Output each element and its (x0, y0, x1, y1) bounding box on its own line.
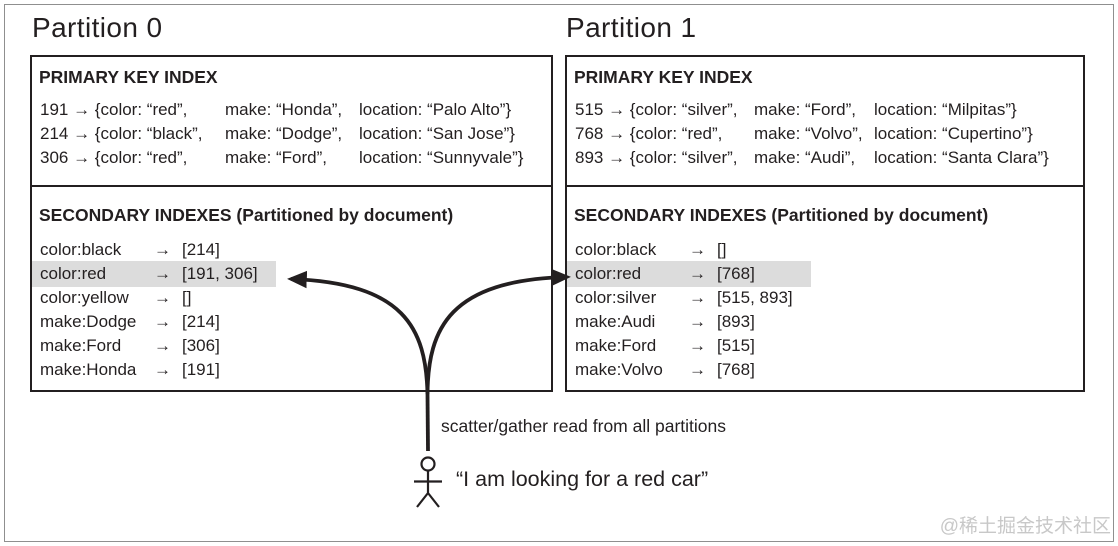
si-arrow-icon: → (154, 312, 171, 331)
pk-cell: make: “Audi”, (754, 148, 856, 167)
primary-index-row: 768 → {color: “red”, make: “Volvo”, locati… (574, 122, 1077, 146)
si-value: [214] (182, 240, 220, 259)
si-value: [] (717, 240, 727, 259)
scatter-gather-label: scatter/gather read from all partitions (441, 416, 726, 436)
si-term: color:red (40, 264, 107, 283)
pk-cell: 893 → {color: “silver”, (575, 148, 738, 167)
pk-cell: location: “Palo Alto”} (359, 100, 512, 119)
si-value: [306] (182, 336, 220, 355)
partition-1-primary-section: PRIMARY KEY INDEX 515 → {color: “silver”… (567, 57, 1083, 185)
secondary-index-row-highlighted: color:red → [191, 306] (32, 261, 545, 287)
primary-index-row: 214 → {color: “black”, make: “Dodge”, loca… (39, 122, 545, 146)
si-term: make:Ford (575, 336, 657, 355)
watermark: @稀土掘金技术社区 (939, 516, 1111, 537)
partition-0-title: Partition 0 (32, 12, 163, 43)
si-term: make:Volvo (575, 360, 663, 379)
pk-cell: 191 → {color: “red”, (40, 100, 188, 119)
si-arrow-icon: → (689, 312, 706, 331)
si-value: [] (182, 288, 192, 307)
secondary-index-row: color:black → [214] (39, 238, 545, 262)
person-icon (414, 456, 442, 508)
pk-cell: 768 → {color: “red”, (575, 124, 723, 143)
si-arrow-icon: → (154, 240, 171, 259)
si-arrow-icon: → (154, 264, 171, 283)
si-term: color:black (40, 240, 122, 259)
partition-1-secondary-section: SECONDARY INDEXES (Partitioned by docume… (567, 185, 1083, 390)
si-term: color:red (575, 264, 642, 283)
pk-cell: location: “Cupertino”} (874, 124, 1033, 143)
si-arrow-icon: → (689, 360, 706, 379)
secondary-index-row: make:Dodge → [214] (39, 310, 545, 334)
pk-cell: make: “Ford”, (225, 148, 328, 167)
si-value: [515, 893] (717, 288, 793, 307)
secondary-index-row: make:Honda → [191] (39, 358, 545, 382)
si-value: [214] (182, 312, 220, 331)
secondary-index-row: color:silver → [515, 893] (574, 286, 1077, 310)
si-arrow-icon: → (689, 240, 706, 259)
si-value: [768] (717, 360, 755, 379)
si-value: [893] (717, 312, 755, 331)
si-arrow-icon: → (689, 288, 706, 307)
partition-1-title: Partition 1 (566, 12, 697, 43)
secondary-indexes-header: SECONDARY INDEXES (Partitioned by docume… (574, 205, 989, 225)
primary-key-index-header: PRIMARY KEY INDEX (574, 67, 753, 87)
pk-cell: location: “Milpitas”} (874, 100, 1017, 119)
si-term: make:Audi (575, 312, 656, 331)
si-term: make:Dodge (40, 312, 137, 331)
pk-cell: location: “San Jose”} (359, 124, 515, 143)
si-arrow-icon: → (154, 336, 171, 355)
primary-key-index-rows: 191 → {color: “red”, make: “Honda”, locati… (39, 98, 545, 170)
si-arrow-icon: → (689, 264, 706, 283)
si-arrow-icon: → (154, 288, 171, 307)
arrow-stem (425, 393, 430, 452)
si-term: color:black (575, 240, 657, 259)
secondary-indexes-header: SECONDARY INDEXES (Partitioned by docume… (39, 205, 454, 225)
pk-cell: make: “Dodge”, (225, 124, 343, 143)
pk-cell: location: “Santa Clara”} (874, 148, 1049, 167)
primary-index-row: 515 → {color: “silver”, make: “Ford”, loca… (574, 98, 1077, 122)
primary-index-row: 893 → {color: “silver”, make: “Audi”, loca… (574, 146, 1077, 170)
partition-1-box: PRIMARY KEY INDEX 515 → {color: “silver”… (565, 55, 1085, 392)
secondary-index-rows: color:black→[214]color:red→[191, 306]col… (32, 238, 545, 382)
partition-0-secondary-section: SECONDARY INDEXES (Partitioned by docume… (32, 185, 551, 390)
partition-0-box: PRIMARY KEY INDEX 191 → {color: “red”, ma… (30, 55, 553, 392)
pk-cell: 306 → {color: “red”, (40, 148, 188, 167)
user-quote: “I am looking for a red car” (456, 467, 709, 491)
primary-key-index-header: PRIMARY KEY INDEX (39, 67, 218, 87)
pk-cell: make: “Volvo”, (754, 124, 863, 143)
primary-key-index-rows: 515 → {color: “silver”, make: “Ford”, loca… (574, 98, 1077, 170)
secondary-index-rows: color:black → [] color:red → [768] color:silve… (567, 238, 1077, 382)
si-value: [191, 306] (182, 264, 258, 283)
si-value: [191] (182, 360, 220, 379)
si-arrow-icon: → (154, 360, 171, 379)
pk-cell: make: “Honda”, (225, 100, 343, 119)
si-term: color:yellow (40, 288, 129, 307)
secondary-index-row: color:black → [] (574, 238, 1077, 262)
primary-index-row: 191 → {color: “red”, make: “Honda”, locati… (39, 98, 545, 122)
primary-index-row: 306 → {color: “red”, make: “Ford”, locatio… (39, 146, 545, 170)
secondary-index-row-highlighted: color:red → [768] (567, 261, 1077, 287)
si-value: [768] (717, 264, 755, 283)
pk-cell: 214 → {color: “black”, (40, 124, 203, 143)
pk-cell: 515 → {color: “silver”, (575, 100, 738, 119)
si-value: [515] (717, 336, 755, 355)
pk-cell: location: “Sunnyvale”} (359, 148, 524, 167)
si-term: make:Ford (40, 336, 122, 355)
secondary-index-row: make:Volvo → [768] (574, 358, 1077, 382)
si-term: color:silver (575, 288, 657, 307)
secondary-index-row: make:Ford → [515] (574, 334, 1077, 358)
secondary-index-row: color:yellow → [] (39, 286, 545, 310)
secondary-index-row: make:Audi → [893] (574, 310, 1077, 334)
si-arrow-icon: → (689, 336, 706, 355)
secondary-index-row: make:Ford → [306] (39, 334, 545, 358)
partition-0-primary-section: PRIMARY KEY INDEX 191 → {color: “red”, ma… (32, 57, 551, 185)
si-term: make:Honda (40, 360, 137, 379)
pk-cell: make: “Ford”, (754, 100, 857, 119)
